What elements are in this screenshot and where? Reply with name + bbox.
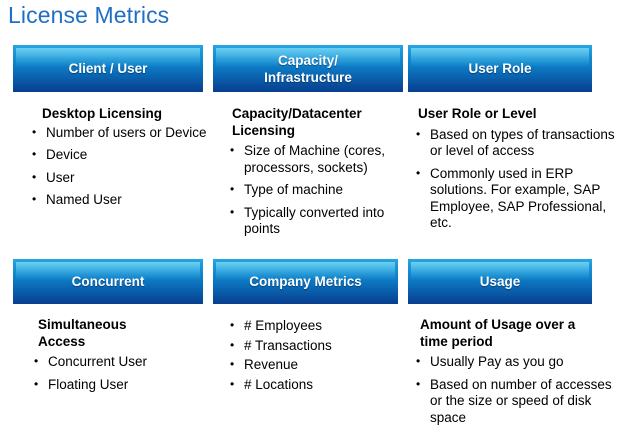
banner-capacity-infrastructure[interactable]: Capacity/ Infrastructure: [213, 45, 403, 92]
banner-label-concurrent: Concurrent: [71, 274, 145, 289]
card-banner-user-role[interactable]: User Role: [408, 45, 592, 92]
bullet-list-company-metrics: # Employees # Transactions Revenue # Loc…: [226, 317, 406, 394]
list-item: Based on number of accesses or the size …: [412, 376, 612, 427]
list-item: # Locations: [226, 376, 406, 394]
list-item: User: [28, 169, 208, 187]
banner-company-metrics[interactable]: Company Metrics: [213, 259, 398, 304]
bullet-list-capacity: Size of Machine (cores, processors, sock…: [226, 142, 406, 238]
list-item: Revenue: [226, 356, 406, 374]
page-title: License Metrics: [8, 2, 170, 28]
banner-client-user[interactable]: Client / User: [13, 45, 203, 92]
list-item: Based on types of transactions or level …: [412, 126, 617, 160]
bullet-list-concurrent: Concurrent User Floating User: [30, 353, 205, 394]
card-body-client-user: Desktop Licensing Number of users or Dev…: [28, 106, 208, 209]
list-item: # Transactions: [226, 337, 406, 355]
list-item: Size of Machine (cores, processors, sock…: [226, 142, 406, 176]
card-body-capacity-infrastructure: Capacity/Datacenter Licensing Size of Ma…: [226, 106, 406, 238]
subhead-user-role-or-level: User Role or Level: [418, 106, 537, 121]
card-body-company-metrics: # Employees # Transactions Revenue # Loc…: [226, 317, 406, 394]
bullet-list-client-user: Number of users or Device Device User Na…: [28, 124, 208, 209]
card-body-usage: Amount of Usage over a time period Usual…: [412, 317, 612, 426]
card-banner-concurrent[interactable]: Concurrent: [13, 259, 203, 304]
bullet-list-user-role: Based on types of transactions or level …: [412, 126, 617, 232]
list-item: Number of users or Device: [28, 124, 208, 142]
banner-label-client-user: Client / User: [68, 61, 148, 76]
card-banner-usage[interactable]: Usage: [408, 259, 592, 304]
subhead-amount-of-usage: Amount of Usage over a time period: [420, 317, 576, 349]
subhead-capacity-datacenter-licensing: Capacity/Datacenter Licensing: [232, 106, 362, 138]
banner-user-role[interactable]: User Role: [408, 45, 592, 92]
list-item: Typically converted into points: [226, 204, 406, 238]
card-banner-company-metrics[interactable]: Company Metrics: [213, 259, 398, 304]
banner-label-usage: Usage: [479, 274, 521, 289]
card-banner-client-user[interactable]: Client / User: [13, 45, 203, 92]
card-body-user-role: User Role or Level Based on types of tra…: [412, 106, 617, 232]
subhead-simultaneous-access: Simultaneous Access: [38, 317, 127, 349]
banner-concurrent[interactable]: Concurrent: [13, 259, 203, 304]
list-item: Device: [28, 146, 208, 164]
banner-usage[interactable]: Usage: [408, 259, 592, 304]
card-body-concurrent: Simultaneous Access Concurrent User Floa…: [30, 317, 205, 393]
list-item: Concurrent User: [30, 353, 205, 371]
list-item: Commonly used in ERP solutions. For exam…: [412, 165, 617, 232]
banner-label-company-metrics: Company Metrics: [249, 274, 362, 289]
list-item: Type of machine: [226, 181, 406, 199]
bullet-list-usage: Usually Pay as you go Based on number of…: [412, 353, 612, 427]
list-item: # Employees: [226, 317, 406, 335]
list-item: Floating User: [30, 376, 205, 394]
banner-label-user-role: User Role: [468, 61, 532, 76]
banner-label-capacity-infrastructure: Capacity/ Infrastructure: [264, 52, 352, 85]
list-item: Named User: [28, 191, 208, 209]
card-banner-capacity-infrastructure[interactable]: Capacity/ Infrastructure: [213, 45, 403, 92]
list-item: Usually Pay as you go: [412, 353, 612, 371]
subhead-desktop-licensing: Desktop Licensing: [42, 106, 163, 121]
